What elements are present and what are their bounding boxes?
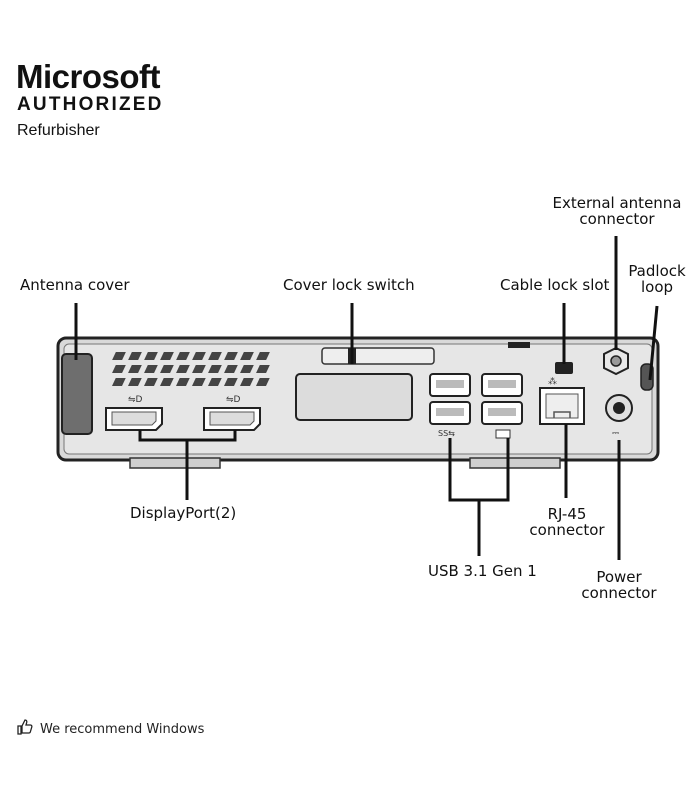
footer-text: We recommend Windows xyxy=(40,721,205,737)
label-rj45: RJ-45 connector xyxy=(529,505,605,539)
cover-lock-switch xyxy=(321,347,435,365)
usb-port-3 xyxy=(429,401,471,425)
rj45-port: ⁂ xyxy=(539,376,585,425)
thumbs-up-icon xyxy=(16,718,34,740)
label-cover-lock-switch: Cover lock switch xyxy=(283,276,415,294)
brand-microsoft: Microsoft xyxy=(16,58,161,95)
label-displayport: DisplayPort(2) xyxy=(130,504,237,522)
label-padlock-loop: Padlock loop xyxy=(628,262,686,296)
footer-recommend: We recommend Windows xyxy=(16,718,204,740)
svg-text:⁂: ⁂ xyxy=(548,376,557,387)
cable-lock-slot xyxy=(555,362,573,374)
svg-text:SS⇆: SS⇆ xyxy=(438,429,455,438)
label-antenna-cover: Antenna cover xyxy=(20,276,130,294)
brand-refurbisher: Refurbisher xyxy=(17,122,100,139)
external-antenna-connector xyxy=(603,346,629,376)
usb-port-2 xyxy=(481,373,523,397)
antenna-cover xyxy=(61,353,93,435)
label-cable-lock-slot: Cable lock slot xyxy=(500,276,610,294)
power-connector: ⎓ xyxy=(605,394,633,439)
label-external-antenna: External antenna connector xyxy=(552,194,682,228)
svg-text:⇋D: ⇋D xyxy=(128,395,143,405)
label-usb: USB 3.1 Gen 1 xyxy=(428,562,537,580)
brand-authorized: AUTHORIZED xyxy=(17,94,164,115)
usb-port-1 xyxy=(429,373,471,397)
label-power: Power connector xyxy=(581,568,657,602)
cover-panel xyxy=(295,373,413,421)
leader-lines xyxy=(74,236,659,560)
usb-port-4 xyxy=(481,401,523,425)
vent-grille xyxy=(112,352,270,386)
displayport-2: ⇋D xyxy=(203,395,261,431)
svg-text:⇋D: ⇋D xyxy=(226,395,241,405)
svg-text:⎓: ⎓ xyxy=(612,429,619,439)
displayport-1: ⇋D xyxy=(105,395,163,431)
